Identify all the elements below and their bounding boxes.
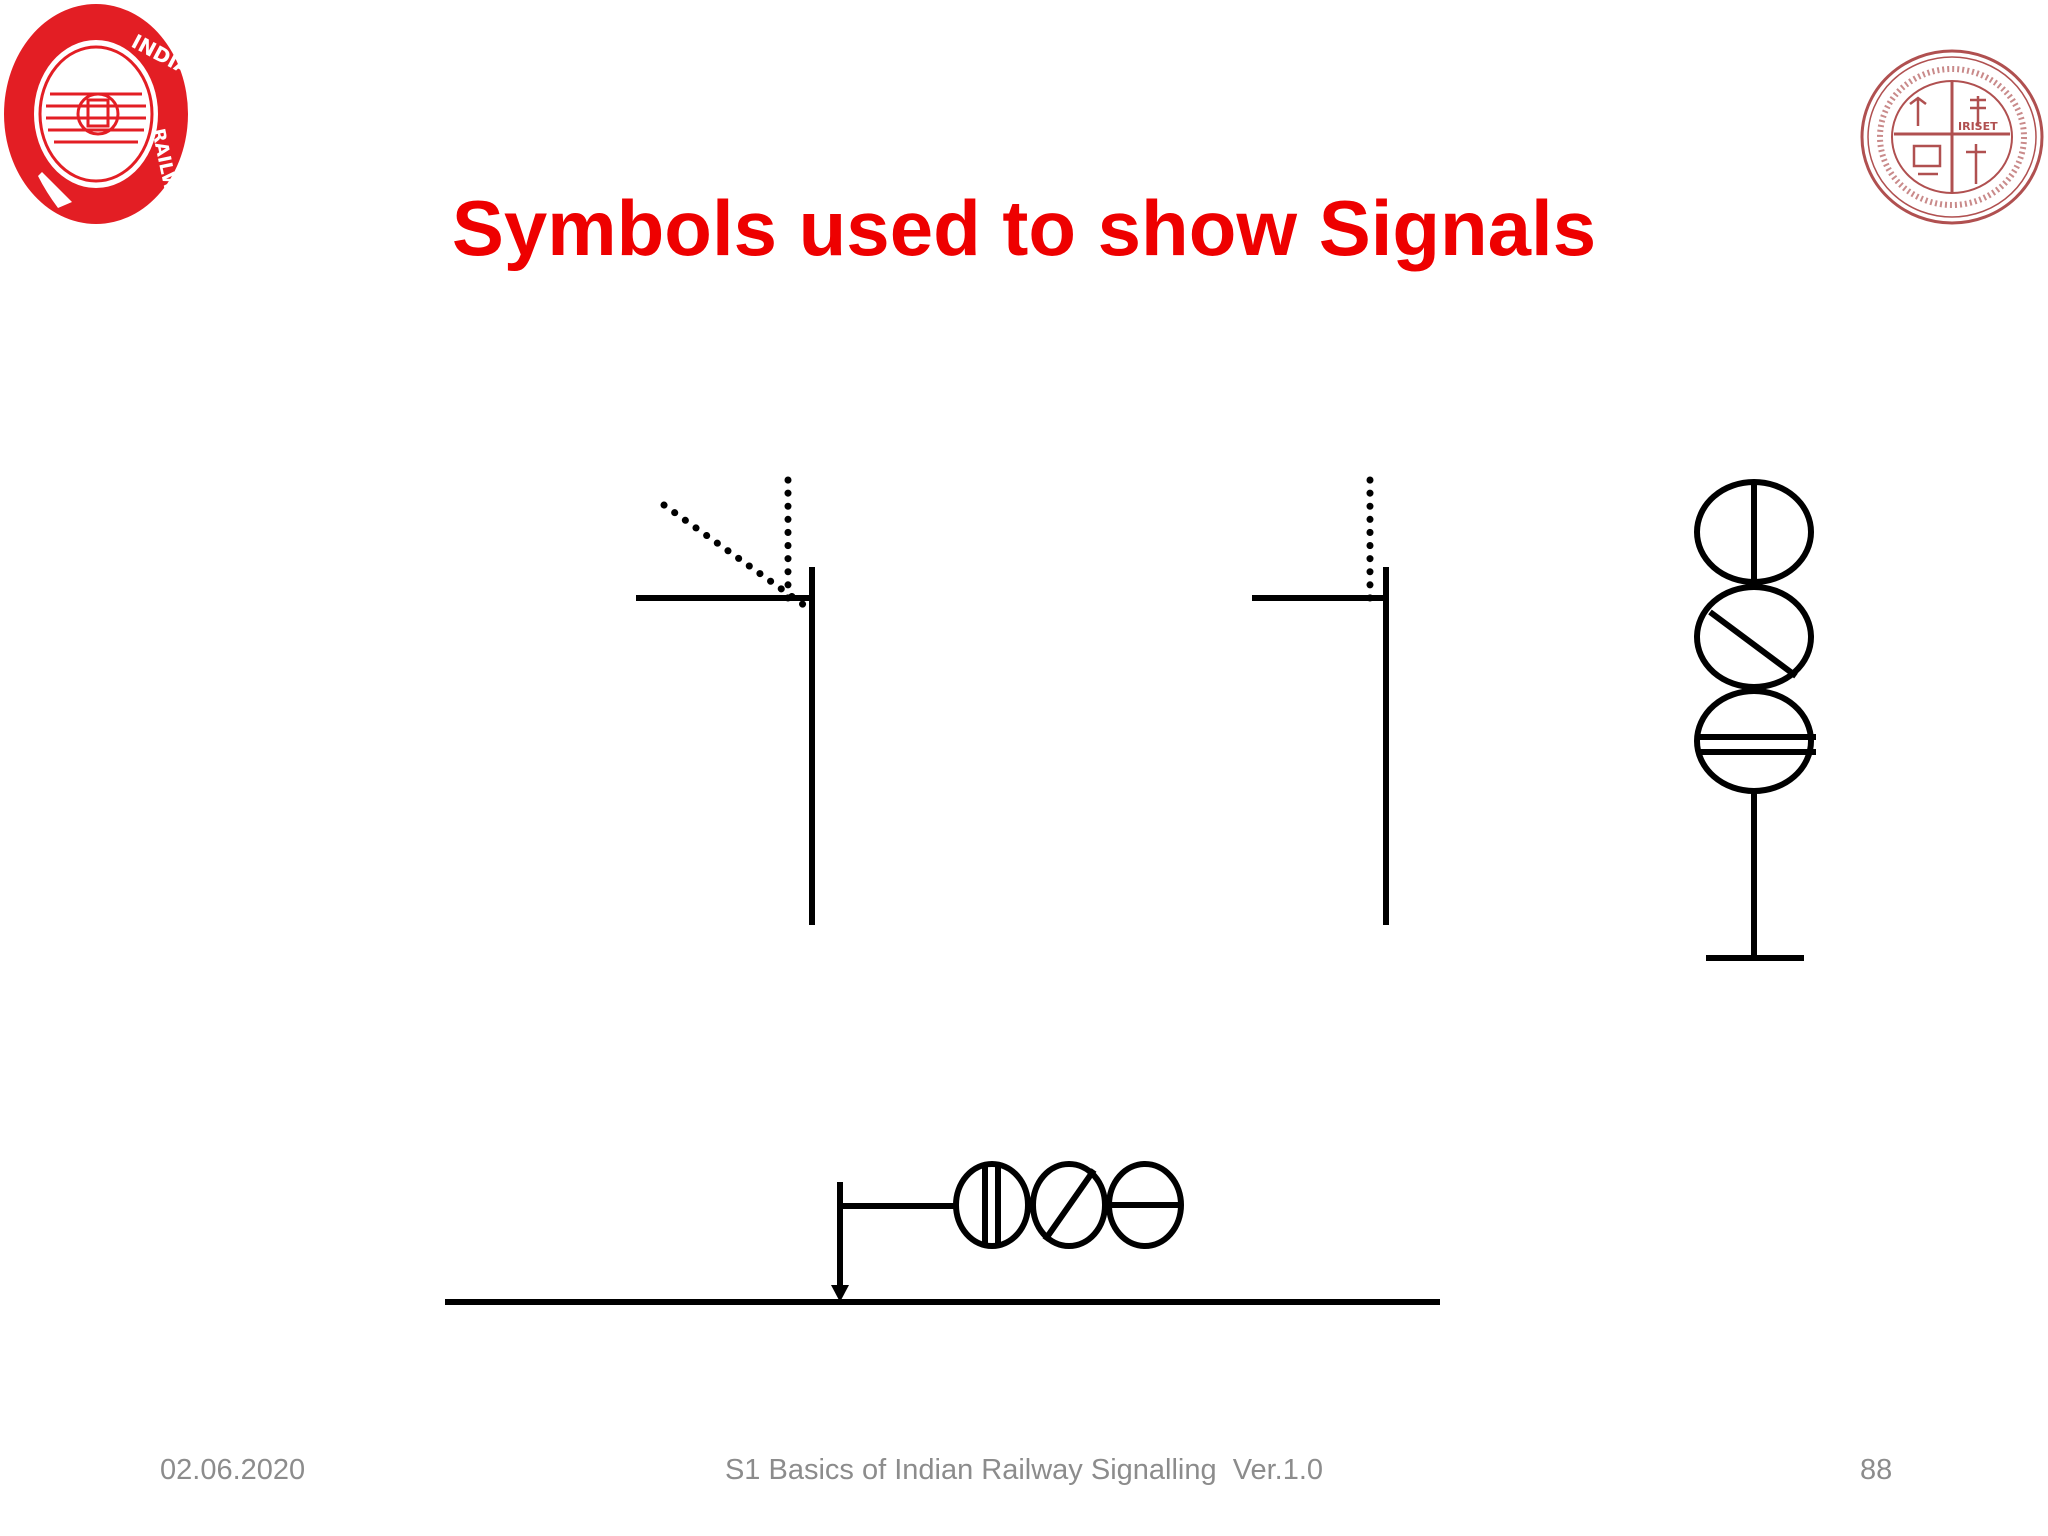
aspect-bottom-lamp <box>1694 688 1814 794</box>
semaphore-1-arm-diagonal-dotted <box>660 501 812 612</box>
footer-course-title: S1 Basics of Indian Railway Signalling V… <box>724 1454 1324 1486</box>
footer-page-number: 88 <box>1860 1454 1893 1486</box>
aspect-middle-lamp <box>1694 584 1814 690</box>
semaphore-two-position-symbol <box>1252 476 1389 925</box>
aspect-middle-diagonal-bar <box>1708 609 1798 679</box>
colour-light-signal-horizontal-symbol <box>445 1161 1440 1305</box>
aspect-1-lamp <box>953 1161 1031 1249</box>
aspect-2-lamp <box>1030 1161 1108 1249</box>
aspect-2-diagonal-bar <box>1042 1168 1097 1242</box>
iriset-logo: IRISET <box>1858 48 2046 226</box>
slide-title: Symbols used to show Signals <box>451 184 1597 272</box>
footer-date: 02.06.2020 <box>160 1454 306 1486</box>
semaphore-three-position-symbol <box>636 476 815 925</box>
indian-railways-logo: INDIAN RAILWAYS <box>2 2 210 231</box>
signal-4-direction-arrowhead <box>831 1285 849 1302</box>
colour-light-signal-vertical-symbol <box>1694 479 1816 961</box>
svg-text:IRISET: IRISET <box>1958 120 1998 133</box>
